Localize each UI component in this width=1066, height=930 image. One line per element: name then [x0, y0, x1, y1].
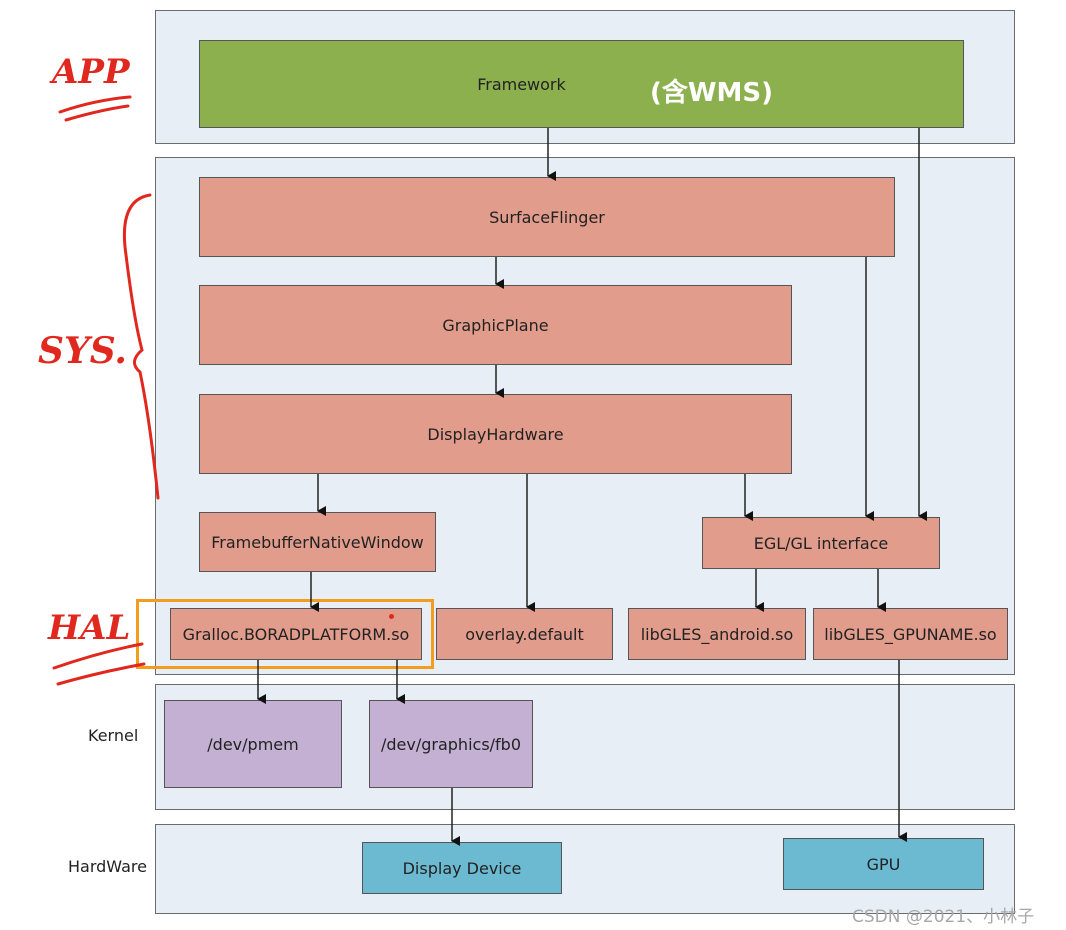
csdn-watermark: CSDN @2021、小林子 — [852, 907, 1035, 927]
hal-underline-2 — [56, 662, 146, 686]
pmem-box: /dev/pmem — [164, 700, 342, 788]
sys-brace — [122, 193, 160, 500]
libgles-gpuname-label: libGLES_GPUNAME.so — [824, 624, 997, 644]
overlay-label: overlay.default — [465, 624, 584, 644]
hal-underline-1 — [52, 642, 144, 670]
sys-annotation: SYS. — [38, 330, 127, 372]
hal-highlight-frame — [136, 599, 434, 669]
libgles-gpuname-box: libGLES_GPUNAME.so — [813, 608, 1008, 660]
displayhardware-label: DisplayHardware — [427, 424, 564, 444]
app-underline-1 — [58, 95, 132, 114]
fb0-label: /dev/graphics/fb0 — [380, 734, 522, 754]
gpu-box: GPU — [783, 838, 984, 890]
marker-dot — [389, 614, 394, 619]
framework-wms-note: (含WMS) — [650, 78, 774, 108]
display-device-label: Display Device — [402, 858, 522, 878]
graphicplane-label: GraphicPlane — [442, 315, 549, 335]
gpu-label: GPU — [866, 854, 901, 874]
pmem-label: /dev/pmem — [207, 734, 299, 754]
gralloc-box: Gralloc.BORADPLATFORM.so — [170, 608, 422, 660]
app-annotation: APP — [52, 52, 130, 92]
app-underline-2 — [64, 104, 130, 122]
libgles-android-box: libGLES_android.so — [628, 608, 806, 660]
display-device-box: Display Device — [362, 842, 562, 894]
libgles-android-label: libGLES_android.so — [640, 624, 794, 644]
graphicplane-box: GraphicPlane — [199, 285, 792, 365]
surfaceflinger-box: SurfaceFlinger — [199, 177, 895, 257]
surfaceflinger-label: SurfaceFlinger — [489, 207, 605, 227]
framework-box: Framework — [199, 40, 964, 128]
framebuffer-native-window-box: FramebufferNativeWindow — [199, 512, 436, 572]
hal-annotation: HAL — [48, 608, 131, 648]
gralloc-label: Gralloc.BORADPLATFORM.so — [182, 624, 410, 644]
egl-gl-interface-box: EGL/GL interface — [702, 517, 940, 569]
framebuffer-native-window-label: FramebufferNativeWindow — [211, 532, 424, 552]
displayhardware-box: DisplayHardware — [199, 394, 792, 474]
framework-label: Framework — [477, 74, 566, 94]
egl-gl-interface-label: EGL/GL interface — [753, 533, 889, 553]
fb0-box: /dev/graphics/fb0 — [369, 700, 533, 788]
hardware-label: HardWare — [68, 857, 147, 876]
overlay-box: overlay.default — [436, 608, 613, 660]
kernel-label: Kernel — [88, 726, 139, 745]
